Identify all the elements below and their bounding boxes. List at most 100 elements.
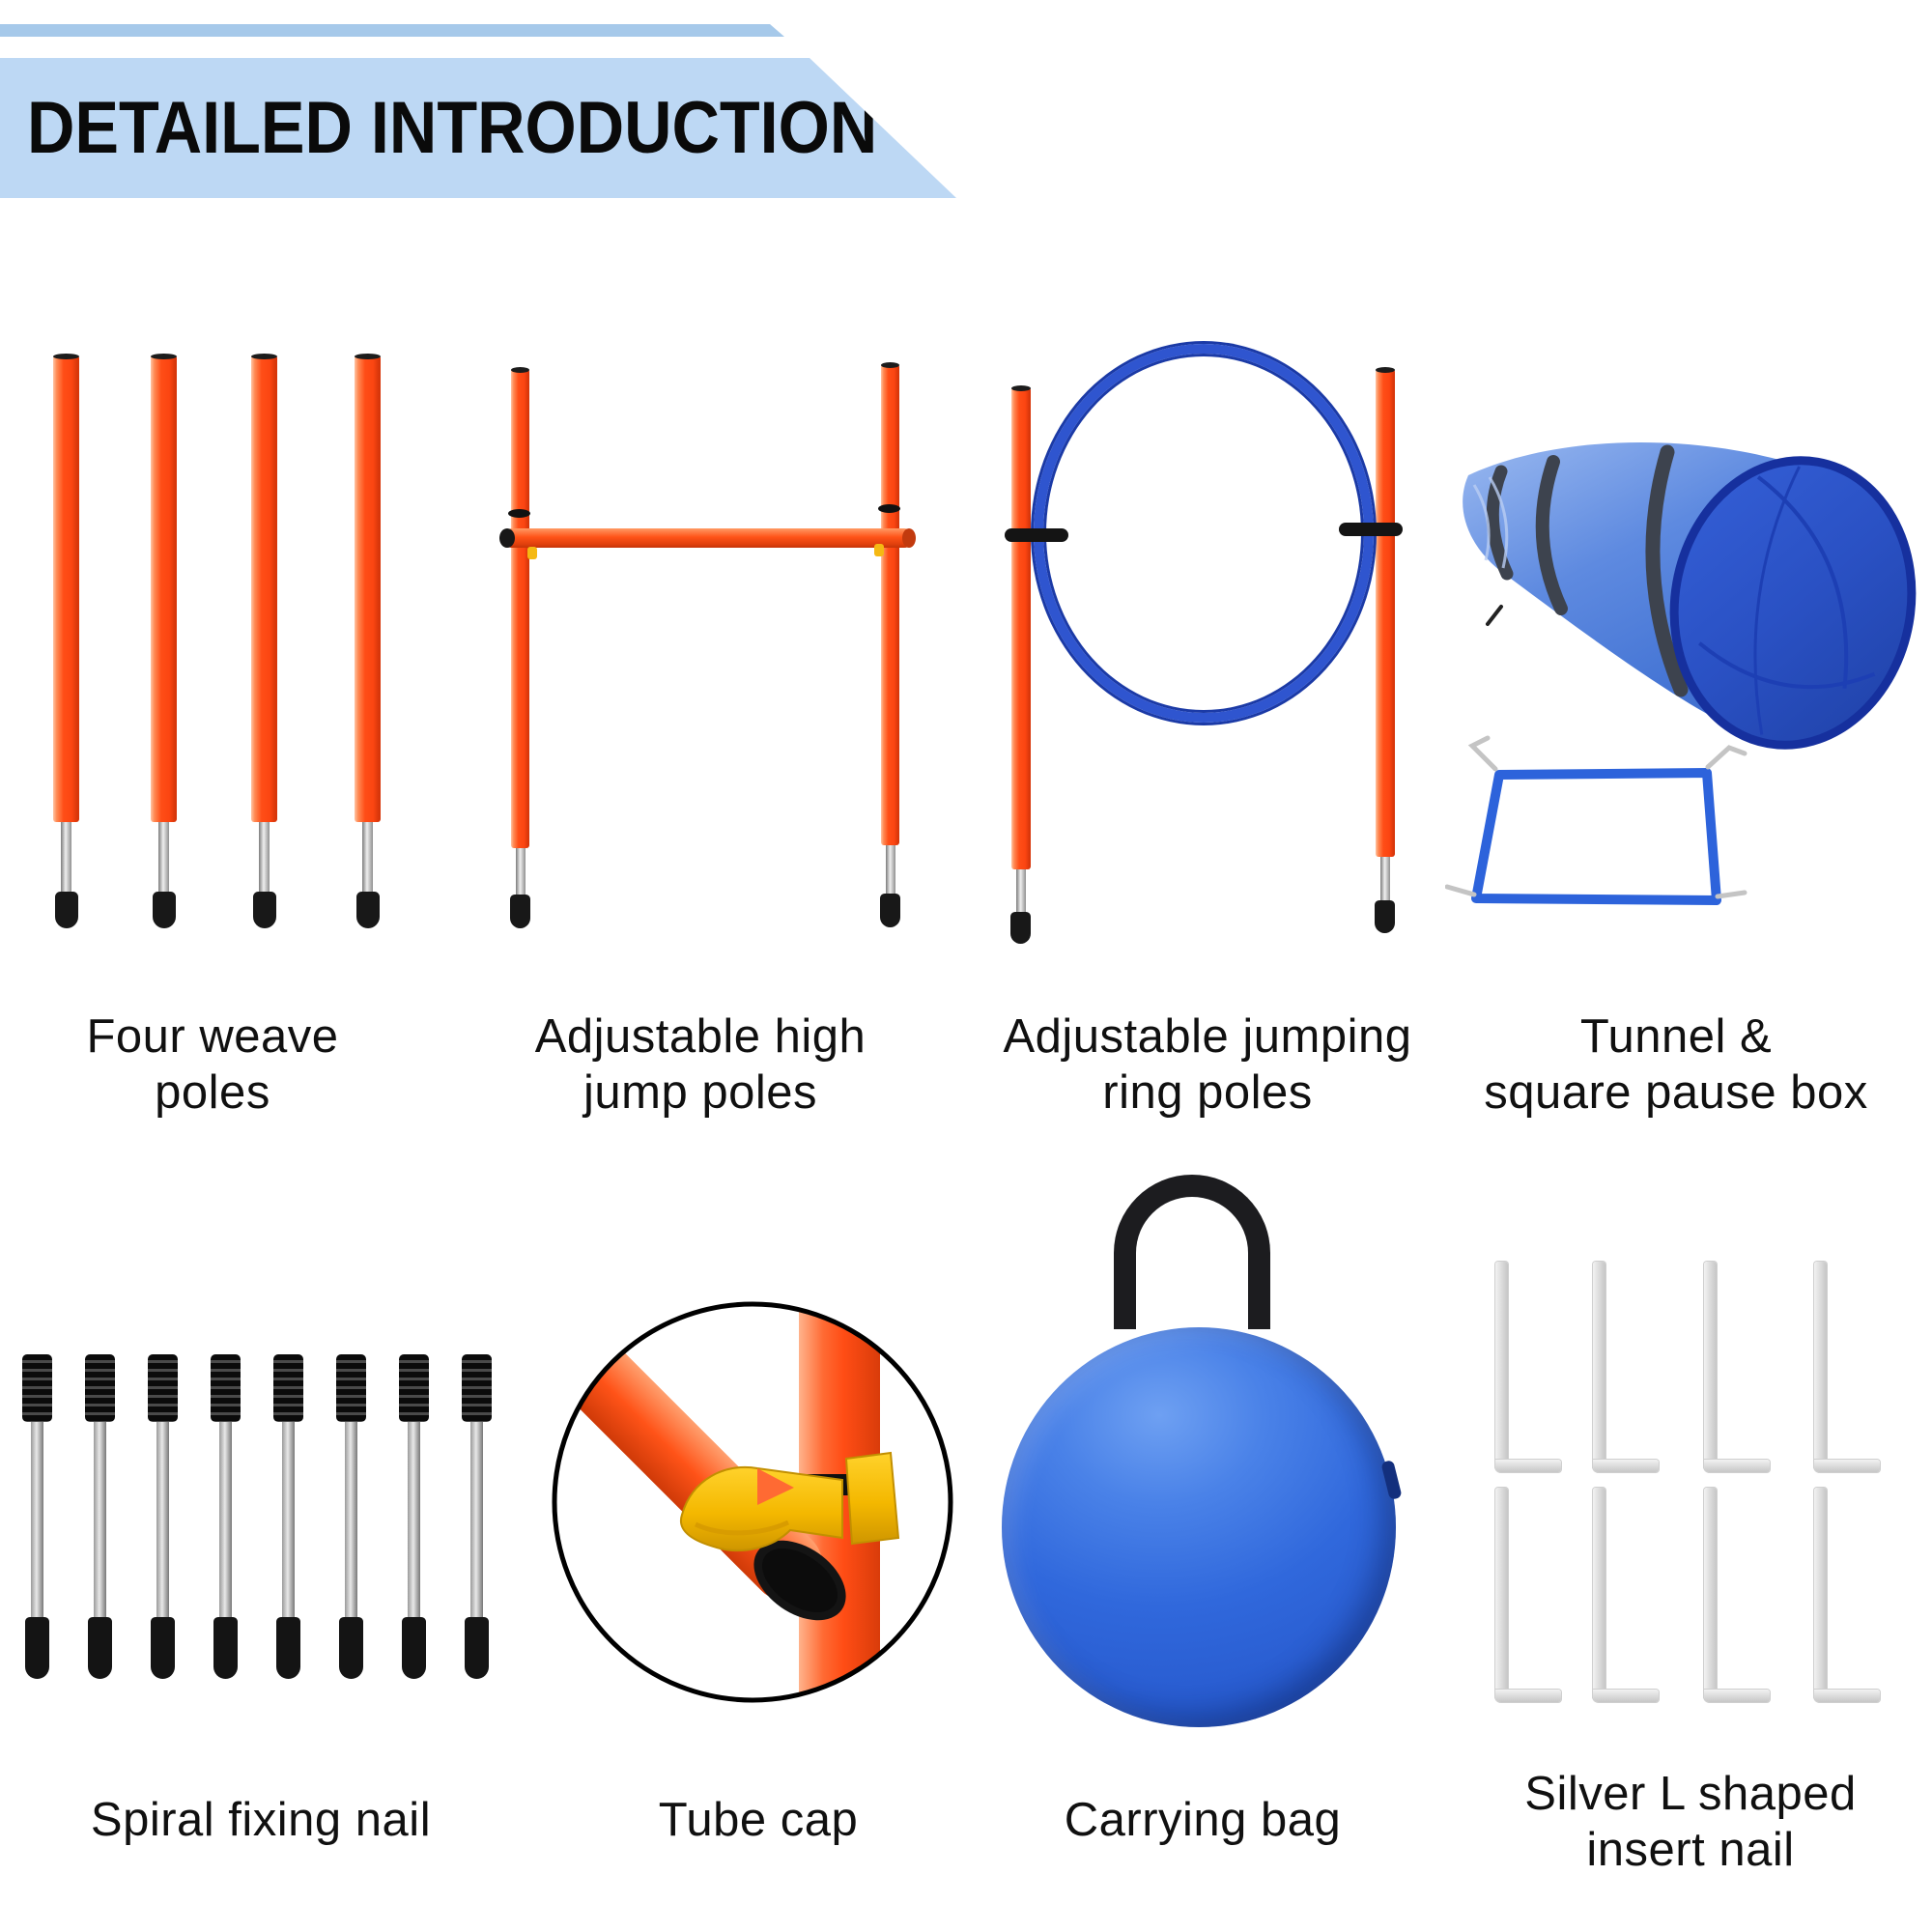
caption-line: Tunnel & [1579, 1010, 1773, 1063]
l-nail [1495, 1262, 1561, 1472]
ring-clip [1339, 523, 1403, 536]
jump-pole [880, 362, 900, 927]
nail-rubber-tip [87, 1617, 112, 1679]
nail-rubber-tip [150, 1617, 175, 1679]
l-nail [1593, 1488, 1659, 1702]
caption-line: Adjustable jumping [1003, 1010, 1412, 1063]
jump-pole [510, 367, 530, 928]
tunnel-opening [1669, 456, 1917, 750]
nail-spiral-head [461, 1354, 492, 1422]
tube-cap-end [753, 1540, 846, 1621]
nail-shaft [469, 1422, 483, 1617]
nail-shaft [218, 1422, 232, 1617]
header-banner: DETAILED INTRODUCTION [0, 58, 956, 198]
spiral-nail [335, 1354, 366, 1679]
l-nail-foot [1704, 1690, 1770, 1702]
nail-spiral-head [335, 1354, 366, 1422]
caption-spiral-fixing-nail: Spiral fixing nail [19, 1792, 502, 1848]
pole-rod [151, 354, 177, 822]
ground-pin [1015, 869, 1026, 912]
nail-shaft [30, 1422, 43, 1617]
caption-l-shaped-nail: Silver L shaped insert nail [1454, 1766, 1927, 1878]
nail-rubber-tip [213, 1617, 238, 1679]
pole-rod [881, 362, 899, 845]
rubber-foot [252, 892, 276, 928]
ring-pole [1010, 385, 1031, 944]
caption-jumping-ring-poles: Adjustable jumping ring poles [961, 1009, 1454, 1121]
ground-pin [362, 822, 373, 892]
pole-clamp [508, 509, 530, 518]
inset-circle-outline [552, 1301, 953, 1703]
nail-rubber-tip [24, 1617, 49, 1679]
l-nail [1495, 1488, 1561, 1702]
nail-shaft [93, 1422, 106, 1617]
pole-rod [53, 354, 79, 822]
l-nail-foot [1814, 1460, 1880, 1472]
caption-line: square pause box [1484, 1066, 1868, 1119]
crossbar-clip [874, 544, 884, 556]
caption-line: Four weave [86, 1010, 339, 1063]
ground-pin [885, 845, 895, 894]
ground-pin [158, 822, 169, 892]
nail-rubber-tip [401, 1617, 426, 1679]
l-nail-foot [1495, 1460, 1561, 1472]
bag-handle [1114, 1175, 1270, 1329]
spiral-nail [21, 1354, 52, 1679]
pause-box-corner-pins [1445, 735, 1747, 899]
ring-pole [1375, 367, 1395, 933]
pole-rod [511, 367, 529, 848]
caption-line: Spiral fixing nail [90, 1794, 432, 1846]
spiral-nail [84, 1354, 115, 1679]
crossbar-clip [527, 547, 537, 559]
nail-shaft [281, 1422, 295, 1617]
tube-cap-inset [552, 1301, 953, 1703]
l-nail-vertical [1814, 1488, 1827, 1702]
rubber-foot [1010, 912, 1031, 944]
pole-rod [1375, 367, 1395, 857]
ring-clip [1005, 528, 1068, 542]
nail-shaft [407, 1422, 420, 1617]
l-nail [1814, 1488, 1880, 1702]
caption-line: insert nail [1586, 1824, 1795, 1876]
yellow-clamp [679, 1451, 900, 1552]
rubber-foot [152, 892, 176, 928]
spiral-nail [272, 1354, 303, 1679]
l-nail [1593, 1262, 1659, 1472]
rubber-foot [54, 892, 78, 928]
caption-tunnel-pause-box: Tunnel & square pause box [1425, 1009, 1927, 1121]
jump-ring [1034, 344, 1374, 723]
weave-pole [355, 354, 381, 928]
nail-rubber-tip [275, 1617, 300, 1679]
nail-spiral-head [84, 1354, 115, 1422]
l-nail-foot [1814, 1690, 1880, 1702]
l-nail-vertical [1495, 1488, 1508, 1702]
spiral-nail [398, 1354, 429, 1679]
rubber-foot [355, 892, 380, 928]
rubber-foot [510, 895, 530, 928]
caption-line: ring poles [1102, 1066, 1313, 1119]
pole-rod [1010, 385, 1031, 869]
nail-spiral-head [210, 1354, 241, 1422]
l-nail-foot [1593, 1460, 1659, 1472]
l-nail-vertical [1814, 1262, 1827, 1472]
nail-spiral-head [147, 1354, 178, 1422]
nail-spiral-head [398, 1354, 429, 1422]
l-nail [1814, 1262, 1880, 1472]
header-accent-strip [0, 24, 784, 37]
rubber-foot [1375, 900, 1395, 933]
ground-pin [61, 822, 71, 892]
spiral-nail [147, 1354, 178, 1679]
tunnel-and-pause-box-photo [1445, 441, 1917, 905]
pause-box [1471, 768, 1721, 905]
pole-rod [251, 354, 277, 822]
caption-line: Tube cap [658, 1794, 859, 1846]
nail-spiral-head [21, 1354, 52, 1422]
pole-rod [355, 354, 381, 822]
l-nail-foot [1704, 1460, 1770, 1472]
rubber-foot [880, 894, 900, 927]
l-nail-vertical [1495, 1262, 1508, 1472]
caption-four-weave-poles: Four weave poles [10, 1009, 415, 1121]
l-nail-vertical [1704, 1262, 1717, 1472]
caption-carrying-bag: Carrying bag [985, 1792, 1420, 1848]
